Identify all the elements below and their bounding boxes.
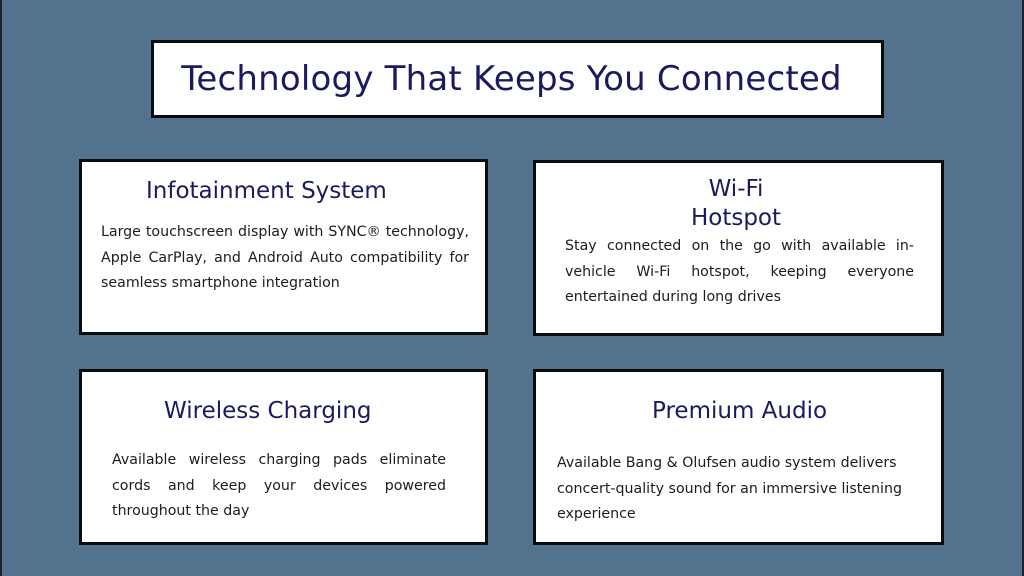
title-box: Technology That Keeps You Connected [151, 40, 884, 118]
card-premium-audio: Premium Audio Available Bang & Olufsen a… [533, 369, 944, 545]
card-description: Stay connected on the go with available … [565, 238, 914, 306]
card-title: Wi-Fi Hotspot [536, 175, 936, 233]
card-description: Large touchscreen display with SYNC® tec… [101, 224, 469, 292]
card-title: Wireless Charging [164, 398, 372, 424]
card-title: Infotainment System [146, 178, 387, 204]
slide-title: Technology That Keeps You Connected [181, 59, 842, 99]
card-title-line-2: Hotspot [690, 205, 782, 231]
card-wifi-hotspot: Wi-Fi Hotspot Stay connected on the go w… [533, 160, 944, 336]
card-infotainment-system: Infotainment System Large touchscreen di… [79, 159, 488, 335]
card-title-line-1: Wi-Fi [708, 176, 764, 202]
card-description: Available wireless charging pads elimina… [112, 452, 446, 520]
card-description: Available Bang & Olufsen audio system de… [557, 455, 902, 523]
card-title: Premium Audio [652, 398, 828, 424]
card-wireless-charging: Wireless Charging Available wireless cha… [79, 369, 488, 545]
